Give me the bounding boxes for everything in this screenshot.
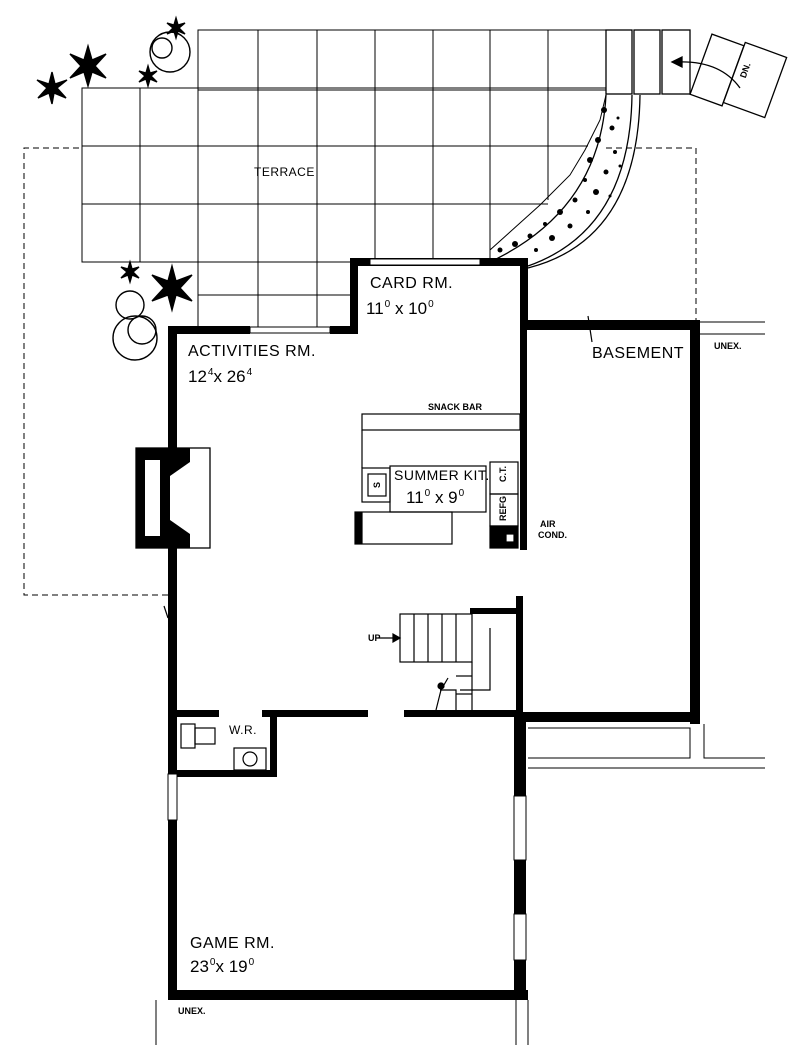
unex-bottom-label: UNEX.	[178, 1006, 206, 1016]
activities-room-dimensions: 124x 264	[188, 367, 253, 386]
shrub-icon	[166, 15, 186, 41]
air-cond-label-line2: COND.	[538, 530, 567, 540]
shrub-icon	[120, 259, 140, 285]
curved-planter	[489, 94, 641, 269]
terrace-label: TERRACE	[254, 165, 315, 179]
shrub-icon	[36, 71, 68, 105]
washroom-fixtures	[180, 723, 267, 771]
air-cond-label-line1: AIR	[540, 519, 556, 529]
snack-bar-label: SNACK BAR	[428, 402, 482, 412]
stair-up-label: UP	[368, 633, 381, 643]
summer-kitchen-dimensions: 110 x 90	[406, 488, 465, 507]
game-room-name: GAME RM.	[190, 935, 275, 952]
shrub-icon	[138, 63, 158, 89]
basement-label: BASEMENT	[592, 345, 685, 362]
shrub-icon	[69, 43, 107, 89]
stairs	[376, 613, 491, 711]
refrigerator-label: REFG	[498, 496, 508, 522]
card-room-dimensions: 110 x 100	[366, 299, 434, 318]
activities-room-name: ACTIVITIES RM.	[188, 343, 316, 360]
summer-kitchen-name: SUMMER KIT.	[394, 467, 490, 483]
compactor-label: C.T.	[498, 466, 508, 483]
door-marks	[163, 315, 593, 619]
unexcavated-lines	[155, 321, 765, 1045]
shrub-icon	[151, 263, 193, 313]
card-room-name: CARD RM.	[370, 275, 454, 292]
washroom-label: W.R.	[229, 723, 257, 737]
planter-shrubs	[497, 107, 622, 253]
sink-label: S	[372, 482, 382, 489]
landscape-plants	[36, 15, 193, 361]
tree-icon	[112, 31, 191, 361]
overhang-outline	[23, 147, 697, 596]
unex-right-label: UNEX.	[714, 341, 742, 351]
summer-kitchen	[354, 413, 521, 549]
interior-walls	[177, 330, 527, 777]
game-room-dimensions: 230x 190	[190, 957, 255, 976]
fireplace	[135, 447, 211, 549]
exterior-steps	[605, 29, 788, 119]
windows	[167, 258, 527, 961]
